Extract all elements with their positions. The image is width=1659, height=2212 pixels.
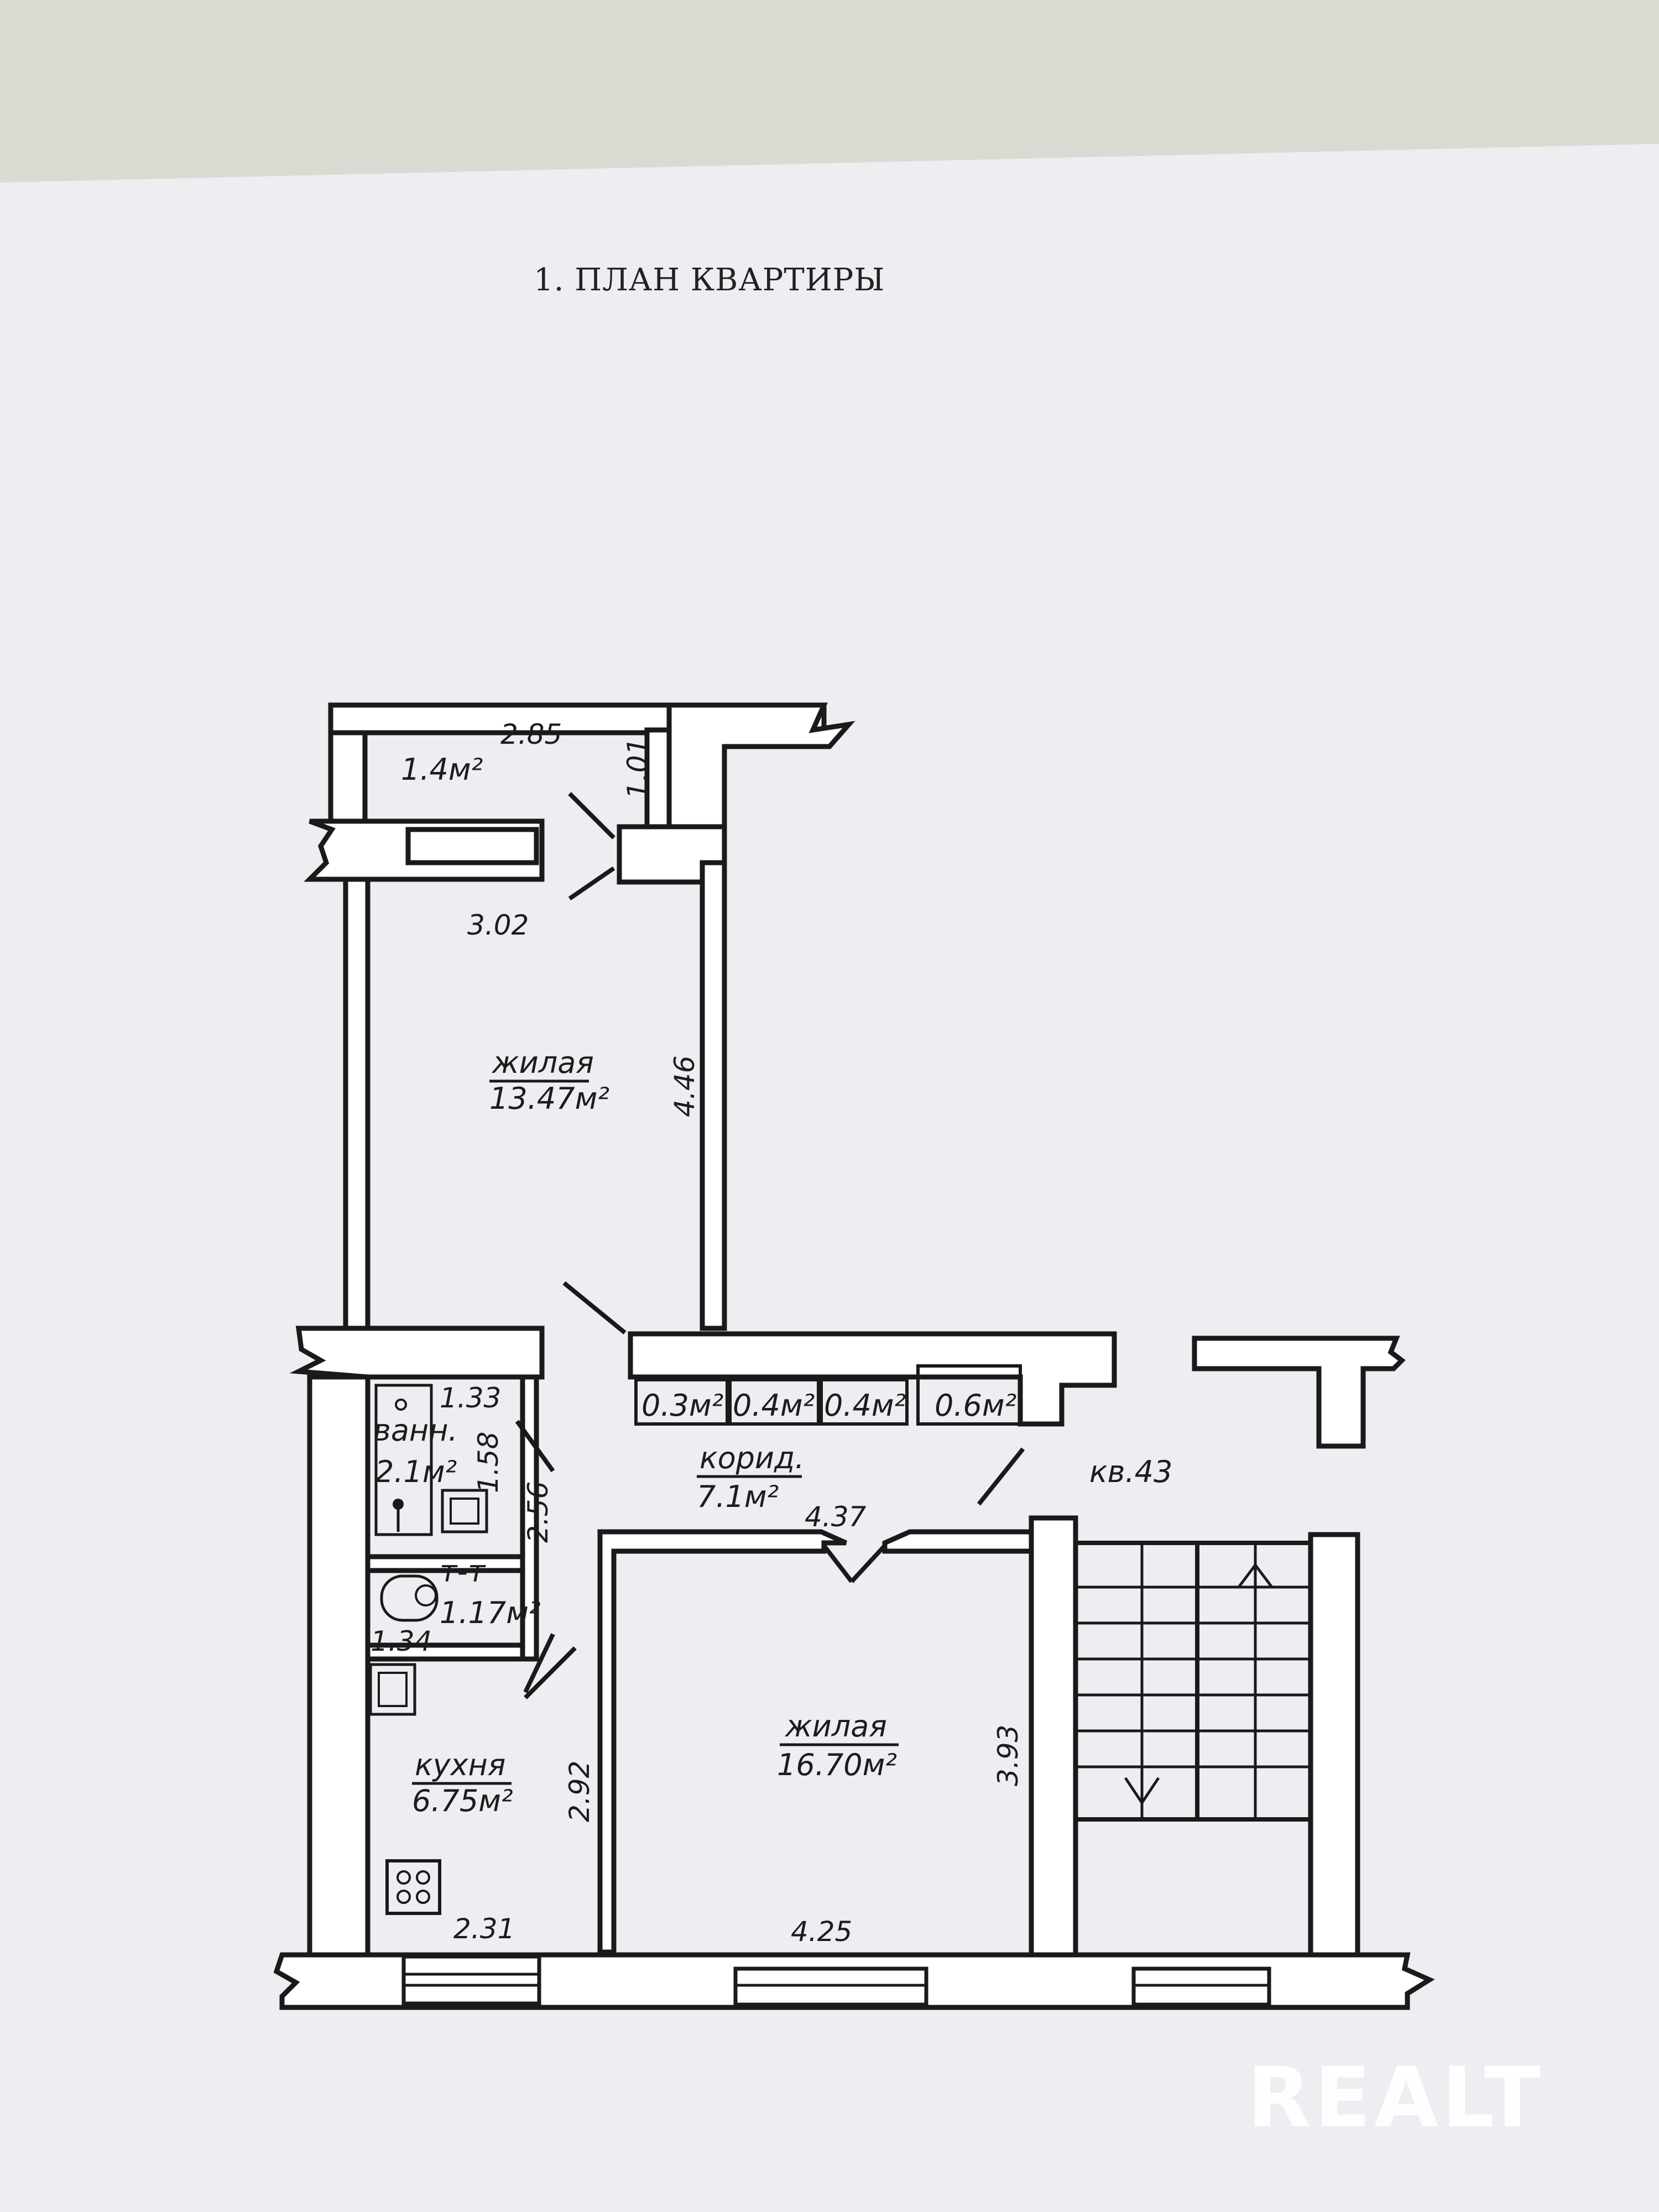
kitchen-sink-icon xyxy=(369,1663,416,1716)
staircase xyxy=(1076,1541,1311,1822)
plan-title: 1. ПЛАН КВАРТИРЫ xyxy=(534,262,885,298)
kitchen-top-wall xyxy=(289,1326,545,1380)
corridor-area: 7.1м² xyxy=(697,1479,779,1514)
stair-top-block xyxy=(1192,1335,1406,1449)
living1-name: жилая xyxy=(491,1045,594,1080)
apartment-label: кв.43 xyxy=(1089,1454,1172,1489)
bath-width: 1.33 xyxy=(440,1382,501,1414)
living1-right-wall xyxy=(700,860,727,1331)
closets-top-wall xyxy=(628,1331,1117,1427)
kitchen-name: кухня xyxy=(415,1747,505,1782)
stair-right-wall xyxy=(1308,1532,1360,1960)
living1-width: 3.02 xyxy=(467,909,529,941)
bath-name: ванн. xyxy=(373,1413,458,1448)
realt-watermark: REALT xyxy=(1247,2050,1544,2146)
bath-right-partition xyxy=(520,1374,539,1662)
living1-length: 4.46 xyxy=(669,1056,701,1117)
balcony-width: 2.85 xyxy=(500,718,562,750)
closet-area-4: 0.6м² xyxy=(935,1388,1016,1423)
outer-left-wall xyxy=(307,1374,371,1960)
living2-area: 16.70м² xyxy=(777,1747,897,1782)
closet-area-1: 0.3м² xyxy=(641,1388,723,1423)
bath-depth: 1.58 xyxy=(472,1432,504,1493)
closet-area-2: 0.4м² xyxy=(733,1388,815,1423)
living1-area: 13.47м² xyxy=(489,1081,609,1116)
bathtub-icon xyxy=(374,1384,433,1536)
corridor-name: корид. xyxy=(700,1441,805,1475)
toilet-name: т-т xyxy=(440,1554,486,1589)
kitchen-area: 6.75м² xyxy=(412,1783,513,1818)
closets xyxy=(634,1364,1022,1426)
living2-name: жилая xyxy=(784,1709,887,1744)
corridor-depth: 2.56 xyxy=(522,1481,554,1543)
window-frame-1 xyxy=(405,827,539,865)
windows xyxy=(401,1954,1271,2007)
balcony-depth: 1.01 xyxy=(622,738,654,799)
labels: 1.4м² 2.85 1.01 3.02 жилая 13.47м² 4.46 … xyxy=(371,718,1172,1948)
living2-top-right-wall xyxy=(882,1529,1034,1554)
kitchen-length: 2.92 xyxy=(564,1761,596,1822)
living2-left-top-wall xyxy=(597,1529,847,1955)
stair-arrow-up-icon xyxy=(1238,1562,1273,1806)
toilet-width: 1.34 xyxy=(371,1625,432,1657)
living1-left-wall xyxy=(343,877,371,1331)
stair-arrow-down-icon xyxy=(1124,1626,1160,1806)
doors xyxy=(515,792,1025,1699)
kitchen-width: 2.31 xyxy=(453,1913,515,1945)
toilet-area: 1.17м² xyxy=(440,1595,541,1630)
balcony-area: 1.4м² xyxy=(401,752,483,787)
paper-sheet xyxy=(0,144,1659,2212)
fixtures xyxy=(369,1384,488,1915)
living2-length: 3.93 xyxy=(992,1725,1024,1786)
bath-area: 2.1м² xyxy=(375,1454,457,1489)
corridor-length: 4.37 xyxy=(805,1501,867,1533)
living2-width: 4.25 xyxy=(791,1916,852,1948)
living2-right-wall xyxy=(1029,1515,1078,1960)
closet-area-3: 0.4м² xyxy=(824,1388,906,1423)
stove-icon xyxy=(385,1859,441,1915)
sink-icon xyxy=(393,1489,488,1533)
toilet-icon xyxy=(380,1574,439,1622)
